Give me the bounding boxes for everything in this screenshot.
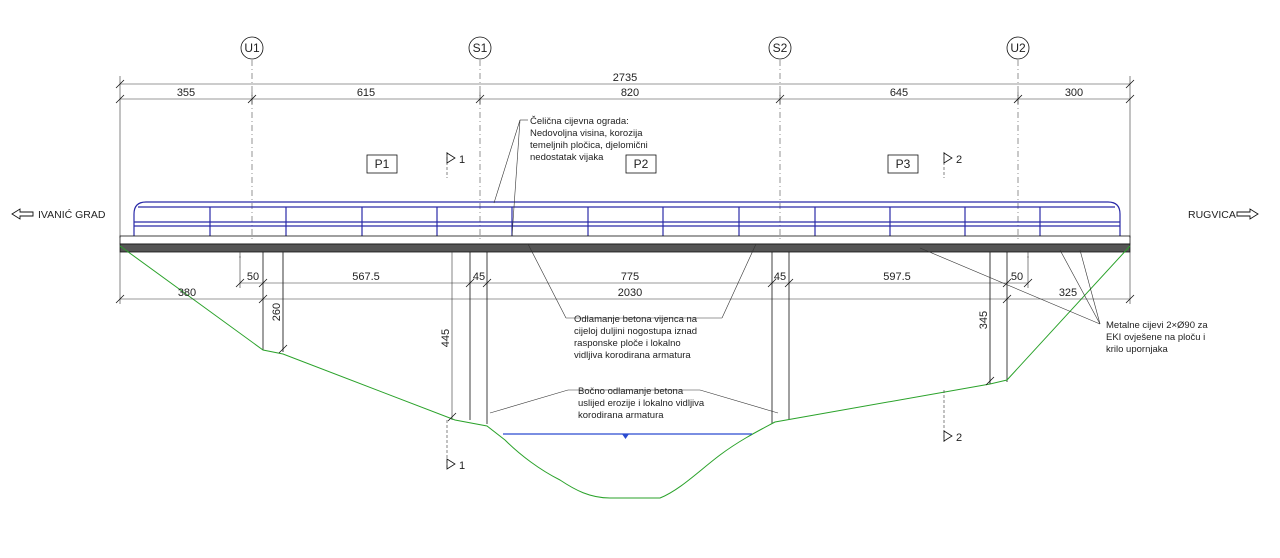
dim-top-1: 355 (177, 87, 195, 99)
svg-text:temeljnih pločica, djelomični: temeljnih pločica, djelomični (530, 140, 648, 151)
svg-text:1: 1 (459, 460, 465, 472)
dim-span-1: 567.5 (352, 271, 380, 283)
dim-inner-total: 2030 (618, 287, 642, 299)
svg-text:1: 1 (459, 154, 465, 166)
dim-span-2: 775 (621, 271, 639, 283)
bridge-deck (119, 235, 1131, 258)
axis-label-s1: S1 (473, 41, 488, 55)
note-pipes: Metalne cijevi 2×Ø90 za EKI ovješene na … (919, 247, 1208, 355)
axis-label-u1: U1 (244, 41, 260, 55)
axis-bubble-u2: U2 (1006, 36, 1030, 60)
section-marker-2-top: 2 (943, 152, 962, 178)
svg-text:korodirana armatura: korodirana armatura (578, 410, 664, 421)
svg-text:cijeloj duljini nogostupa izna: cijeloj duljini nogostupa iznad (574, 326, 697, 337)
axis-bubble-u1: U1 (240, 36, 264, 60)
dim-total: 2735 (613, 72, 637, 84)
svg-text:EKI ovješene na ploču i: EKI ovješene na ploču i (1106, 332, 1205, 343)
dim-height-3: 345 (978, 311, 990, 329)
section-marker-1-bottom: 1 (446, 420, 465, 472)
panel-p3: P3 (887, 154, 919, 174)
svg-text:RUGVICA: RUGVICA (1188, 209, 1236, 221)
dim-pier-4: 50 (1011, 271, 1023, 283)
dim-pier-2: 45 (473, 271, 485, 283)
svg-text:rasponske ploče i lokalno: rasponske ploče i lokalno (574, 338, 681, 349)
svg-text:Čelična cijevna ograda:: Čelična cijevna ograda: (530, 116, 629, 127)
direction-left: IVANIĆ GRAD (11, 208, 106, 221)
svg-text:Odlamanje betona vijenca na: Odlamanje betona vijenca na (574, 314, 698, 325)
svg-text:nedostatak vijaka: nedostatak vijaka (530, 152, 604, 163)
height-dimensions (278, 252, 995, 422)
dim-top-5: 300 (1065, 87, 1083, 99)
section-marker-2-bottom: 2 (943, 390, 962, 444)
svg-text:krilo upornjaka: krilo upornjaka (1106, 344, 1168, 355)
svg-text:vidljiva korodirana armatura: vidljiva korodirana armatura (574, 350, 691, 361)
svg-text:P2: P2 (634, 157, 649, 171)
section-marker-1-top: 1 (446, 152, 465, 178)
dim-left-abut: 380 (178, 287, 196, 299)
axis-label-s2: S2 (773, 41, 788, 55)
axis-label-u2: U2 (1010, 41, 1026, 55)
axis-lines (251, 60, 1019, 240)
steel-railing (133, 201, 1121, 236)
terrain-line (119, 245, 1131, 499)
dim-span-3: 597.5 (883, 271, 911, 283)
dim-top-4: 645 (890, 87, 908, 99)
panel-p2: P2 (625, 154, 657, 174)
note-concrete-edge: Odlamanje betona vijenca na cijeloj dulj… (527, 243, 757, 361)
direction-right: RUGVICA (1188, 208, 1259, 221)
panel-p1: P1 (366, 154, 398, 174)
dim-pier-1: 50 (247, 271, 259, 283)
dim-height-1: 260 (271, 303, 283, 321)
svg-text:Bočno odlamanje betona: Bočno odlamanje betona (578, 386, 684, 397)
svg-text:2: 2 (956, 432, 962, 444)
axis-bubble-s2: S2 (768, 36, 792, 60)
lower-dimension-lines (115, 252, 1135, 304)
dim-height-2: 445 (440, 329, 452, 347)
water-level (503, 433, 752, 439)
svg-text:Metalne cijevi 2×Ø90 za: Metalne cijevi 2×Ø90 za (1106, 320, 1208, 331)
dim-top-3: 820 (621, 87, 639, 99)
arrow-left-icon (11, 208, 34, 220)
top-dimension-lines (115, 76, 1135, 238)
dim-pier-3: 45 (774, 271, 786, 283)
svg-text:P1: P1 (375, 157, 390, 171)
arrow-right-icon (1236, 208, 1259, 220)
note-side-spalling: Bočno odlamanje betona uslijed erozije i… (489, 386, 779, 421)
svg-text:2: 2 (956, 154, 962, 166)
svg-text:Nedovoljna visina, korozija: Nedovoljna visina, korozija (530, 128, 643, 139)
svg-text:P3: P3 (896, 157, 911, 171)
dim-right-abut: 325 (1059, 287, 1077, 299)
axis-bubble-s1: S1 (468, 36, 492, 60)
svg-text:uslijed erozije i lokalno vidl: uslijed erozije i lokalno vidljiva (578, 398, 705, 409)
note-railing: Čelična cijevna ograda: Nedovoljna visin… (493, 116, 648, 237)
dim-top-2: 615 (357, 87, 375, 99)
svg-text:IVANIĆ GRAD: IVANIĆ GRAD (38, 208, 106, 221)
